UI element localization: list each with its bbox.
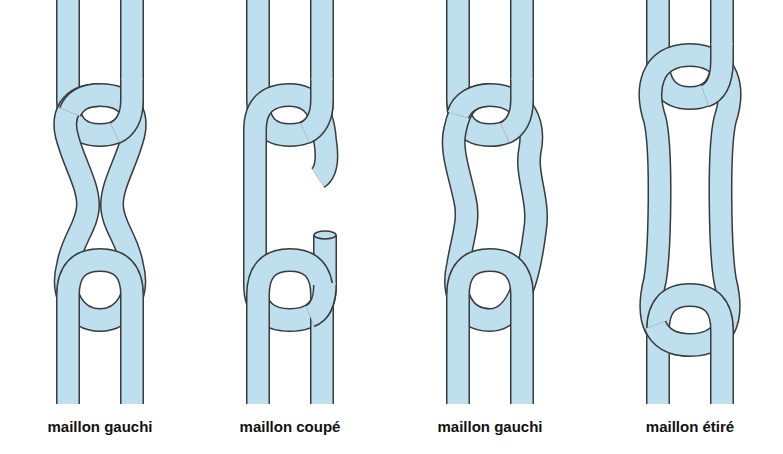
link-overlap	[310, 283, 325, 316]
link-overlap	[655, 325, 690, 345]
link-caption: maillon gauchi	[15, 418, 185, 435]
upper-link-overlap	[305, 78, 322, 133]
upper-link	[68, 0, 132, 135]
twisted-link-figure	[454, 0, 536, 404]
stretched-link-figure	[651, 0, 730, 404]
cut-link-figure	[255, 0, 336, 404]
link-caption: maillon étiré	[605, 418, 775, 435]
upper-link-overlap	[505, 78, 522, 133]
link-caption: maillon coupé	[205, 418, 375, 435]
lower-link	[258, 260, 322, 404]
upper-link	[458, 0, 522, 135]
upper-link	[458, 0, 522, 135]
link-overlap	[655, 325, 690, 345]
lower-link	[458, 260, 522, 404]
upper-link-overlap	[115, 78, 132, 133]
link-overlap	[458, 95, 490, 115]
link-overlap	[458, 95, 490, 115]
lower-link	[68, 260, 132, 404]
link-overlap	[70, 95, 100, 112]
lower-link	[258, 260, 322, 404]
lower-link	[68, 260, 132, 404]
twisted-link-figure	[65, 0, 134, 404]
link-overlap	[70, 95, 100, 112]
cut-end	[314, 231, 336, 239]
upper-link-overlap	[705, 43, 722, 96]
link-caption: maillon gauchi	[405, 418, 575, 435]
lower-link	[458, 260, 522, 404]
upper-link	[68, 0, 132, 135]
